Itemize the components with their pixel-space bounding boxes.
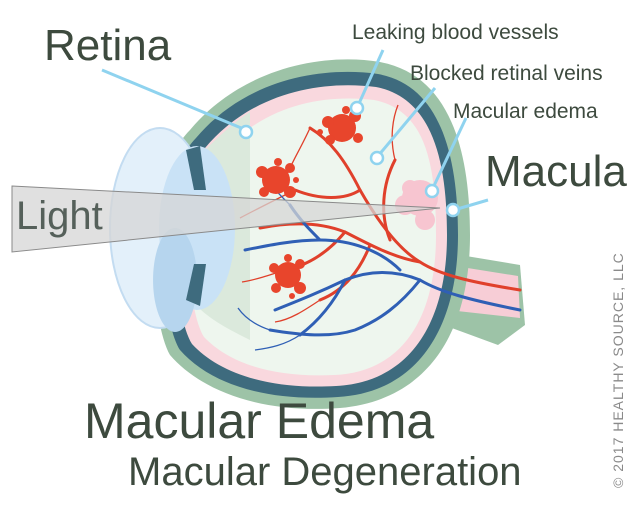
copyright-notice: © 2017 HEALTHY SOURCE, LLC (610, 252, 626, 488)
light-beam (11, 185, 441, 253)
pointer-lines (101, 49, 489, 212)
label-macula: Macula (485, 147, 627, 196)
iris (186, 146, 206, 190)
label-light: Light (16, 194, 103, 238)
label-leaking-vessels: Leaking blood vessels (352, 21, 559, 44)
label-blocked-veins: Blocked retinal veins (410, 62, 603, 85)
pointer-dots (238, 100, 461, 218)
label-macular-edema: Macular edema (453, 100, 598, 123)
hemorrhage-3 (269, 254, 306, 299)
title-macular-edema: Macular Edema (84, 393, 435, 449)
hemorrhage-2 (256, 158, 299, 198)
vitreous-body (189, 98, 436, 376)
iris-lower (186, 264, 206, 306)
label-retina: Retina (44, 21, 172, 70)
veins (243, 203, 522, 337)
title-macular-degeneration: Macular Degeneration (128, 450, 522, 494)
